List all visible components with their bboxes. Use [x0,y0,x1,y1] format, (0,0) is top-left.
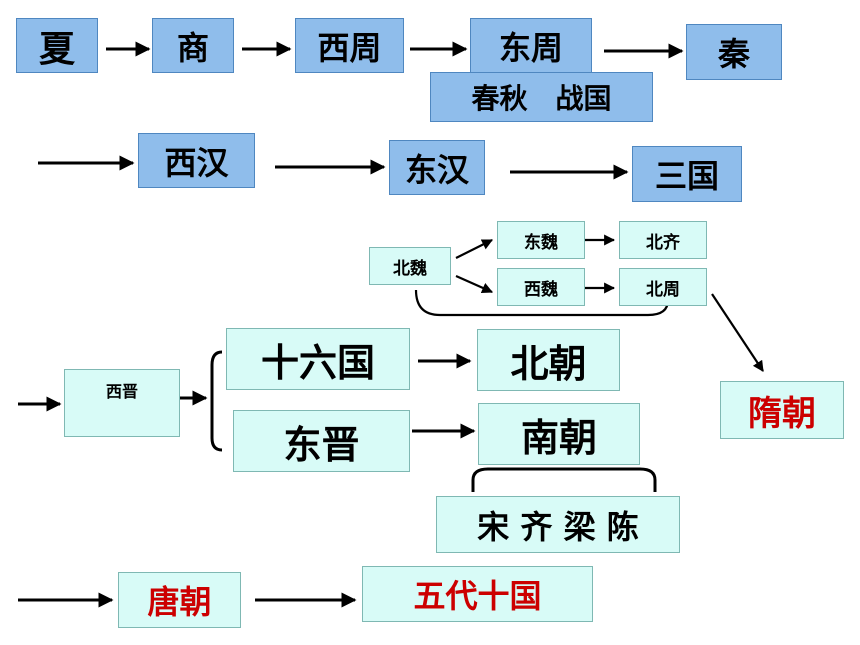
label-qin: 秦 [717,35,750,73]
box-xijin: 西晋 [64,369,180,437]
box-dongzhou: 东周 [470,18,592,73]
label-beiwei: 北魏 [393,258,427,279]
box-wudai-shiguo: 五代十国 [362,566,593,622]
brace-xijin [210,350,223,452]
arrow-beizhou-sui [711,293,764,372]
box-song-qi-liang-chen: 宋 齐 梁 陈 [436,496,680,553]
box-xiwei: 西魏 [497,268,585,306]
label-beiqi: 北齐 [646,232,680,253]
box-sanguo: 三国 [632,146,742,202]
label-xijin: 西晋 [105,382,138,401]
box-shiliuguo: 十六国 [226,328,410,390]
box-qin: 秦 [686,24,782,80]
label-xihan: 西汉 [164,143,229,182]
arrow-beiwei-xiwei [455,274,494,294]
label-nanchao: 南朝 [520,415,597,460]
box-donghan: 东汉 [389,140,485,195]
box-beichao: 北朝 [477,329,620,391]
box-xihan: 西汉 [138,133,255,188]
box-dongjin: 东晋 [233,410,410,472]
label-xia: 夏 [38,28,75,70]
box-beiqi: 北齐 [619,221,707,259]
label-xiwei: 西魏 [524,279,558,300]
box-chunqiu-zhanguo: 春秋 战国 [430,72,653,122]
label-wudai-shiguo: 五代十国 [413,577,542,615]
box-shang: 商 [152,18,234,73]
box-dongwei: 东魏 [497,221,585,259]
bracket-north [414,289,670,317]
label-chunqiu-zhanguo: 春秋 战国 [471,82,612,115]
label-tangchao: 唐朝 [147,583,212,621]
arrow-beiwei-dongwei [455,239,493,259]
label-xizhou: 西周 [317,28,382,67]
box-tangchao: 唐朝 [118,572,241,628]
label-song-qi-liang-chen: 宋 齐 梁 陈 [477,507,639,546]
box-xia: 夏 [16,18,98,73]
box-suichao: 隋朝 [720,381,844,439]
label-suichao: 隋朝 [748,393,816,434]
box-nanchao: 南朝 [478,403,640,465]
bracket-south [471,467,657,492]
label-sanguo: 三国 [654,157,719,195]
label-shiliuguo: 十六国 [260,340,375,385]
label-dongwei: 东魏 [524,232,558,253]
box-beizhou: 北周 [619,268,707,306]
box-xizhou: 西周 [295,18,404,73]
label-beichao: 北朝 [510,341,587,386]
label-dongjin: 东晋 [283,422,360,467]
label-dongzhou: 东周 [498,28,563,67]
label-shang: 商 [176,28,209,67]
label-beizhou: 北周 [646,279,680,300]
box-beiwei: 北魏 [369,247,451,285]
label-donghan: 东汉 [404,150,469,189]
